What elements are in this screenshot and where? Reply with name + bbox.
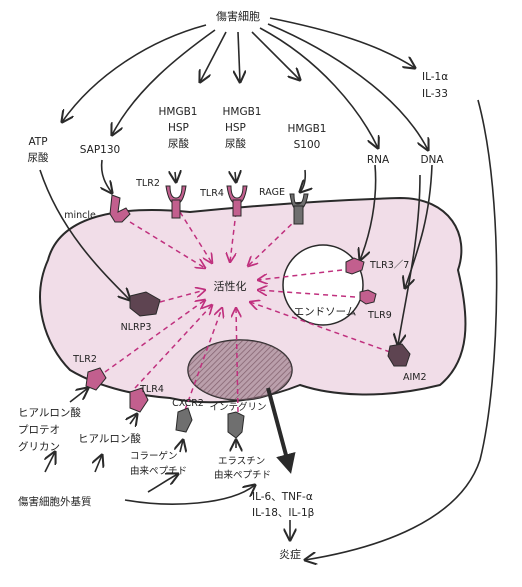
uric-acid-label-1: 尿酸 <box>28 151 49 164</box>
tlr2-ligand-3: 尿酸 <box>168 137 189 150</box>
receptor-integrin <box>228 412 244 438</box>
ecm-proteo: プロテオ <box>18 424 60 436</box>
rage-ligand-1: HMGB1 <box>288 123 327 135</box>
nlrp3-label: NLRP3 <box>121 322 152 333</box>
tlr4-bottom-label: TLR4 <box>139 384 164 395</box>
tlr2-top-label: TLR2 <box>135 178 160 189</box>
atp-label: ATP <box>28 136 47 148</box>
ecm-glycan: グリカン <box>18 440 60 453</box>
tlr2-bottom-label: TLR2 <box>72 354 97 365</box>
ecm-hyaluronan-1: ヒアルロン酸 <box>18 406 81 419</box>
inflammation-label: 炎症 <box>279 547 301 561</box>
activation-label: 活性化 <box>214 279 247 293</box>
tlr2-ligand-1: HMGB1 <box>159 106 198 118</box>
endosome-label: エンドソーム <box>294 306 357 318</box>
tlr4-top-label: TLR4 <box>199 188 224 199</box>
tlr2-ligand-2: HSP <box>168 122 189 134</box>
tlr4-ligand-1: HMGB1 <box>223 106 262 118</box>
cxcr2-label: CXCR2 <box>172 398 204 409</box>
mincle-label: mincle <box>64 210 96 221</box>
ecm-elastin-2: 由来ペプチド <box>214 469 271 481</box>
sap130-label: SAP130 <box>80 144 120 156</box>
tlr4-ligand-2: HSP <box>225 122 246 134</box>
ecm-collagen-1: コラーゲン <box>130 450 178 462</box>
ecm-elastin-1: エラスチン <box>218 456 265 467</box>
source-label: 傷害細胞 <box>216 9 260 23</box>
ecm-source-label: 傷害細胞外基質 <box>18 495 92 508</box>
ecm-hyaluronan-2: ヒアルロン酸 <box>78 432 141 445</box>
rna-label: RNA <box>367 154 390 166</box>
output-arrow <box>268 388 290 470</box>
rage-ligand-2: S100 <box>294 139 321 151</box>
aim2-label: AIM2 <box>403 372 427 383</box>
rage-label: RAGE <box>259 187 285 198</box>
tlr37-label: TLR3／7 <box>369 260 409 271</box>
dna-label: DNA <box>420 154 444 166</box>
il33-label: IL-33 <box>422 88 448 100</box>
receptor-cxcr2 <box>176 408 192 432</box>
cytokines-line-1: IL-6、TNF-α <box>252 491 313 503</box>
ecm-collagen-2: 由来ペプチド <box>130 465 187 477</box>
cytokines-line-2: IL-18、IL-1β <box>252 507 314 519</box>
tlr9-label: TLR9 <box>367 310 392 321</box>
integrin-label: インテグリン <box>209 401 266 413</box>
il1a-label: IL-1α <box>422 71 448 83</box>
tlr4-ligand-3: 尿酸 <box>225 137 246 150</box>
